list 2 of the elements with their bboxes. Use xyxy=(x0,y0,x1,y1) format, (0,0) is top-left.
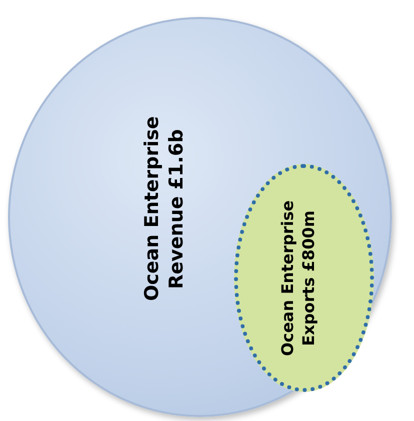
node-label: Ocean Enterprise Exports £800m xyxy=(278,199,319,358)
node-label: Ocean Enterprise Revenue £1.6b xyxy=(140,116,189,304)
